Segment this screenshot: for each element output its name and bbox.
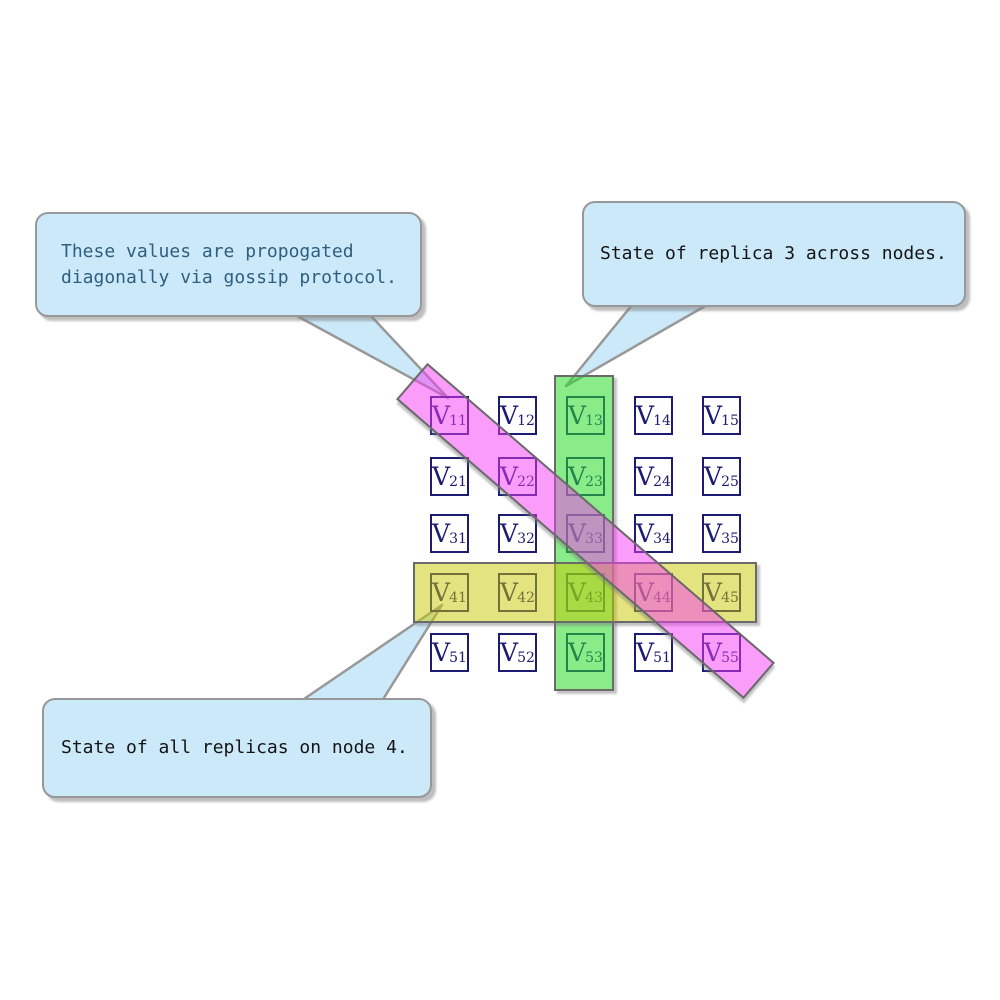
gossip-callout-text: These values are propogated diagonally v…	[61, 240, 397, 288]
cell-symbol: V	[636, 462, 655, 491]
cell-subscript: 24	[653, 474, 671, 490]
replica-3-callout-text: State of replica 3 across nodes.	[600, 243, 947, 264]
cell-subscript: 51	[449, 650, 467, 666]
cell-subscript: 35	[721, 531, 739, 547]
gossip-callout: These values are propogated diagonally v…	[35, 212, 422, 317]
cell-subscript: 12	[517, 413, 535, 429]
cell-symbol: V	[432, 519, 451, 548]
cell-symbol: V	[704, 519, 723, 548]
replica-3-callout-tail	[564, 303, 709, 388]
cell-symbol: V	[500, 638, 519, 667]
cell-symbol: V	[500, 519, 519, 548]
cell-symbol: V	[500, 401, 519, 430]
cell-subscript: 51	[653, 650, 671, 666]
cell-symbol: V	[636, 638, 655, 667]
cell-subscript: 52	[517, 650, 535, 666]
cell-subscript: 31	[449, 531, 467, 547]
cell-subscript: 14	[653, 413, 671, 429]
cell-subscript: 34	[653, 531, 671, 547]
node-4-callout: State of all replicas on node 4.	[42, 698, 432, 798]
cell-symbol: V	[636, 401, 655, 430]
cell-subscript: 32	[517, 531, 535, 547]
cell-symbol: V	[636, 519, 655, 548]
cell-symbol: V	[704, 462, 723, 491]
cell-subscript: 25	[721, 474, 739, 490]
node-4-callout-text: State of all replicas on node 4.	[61, 737, 408, 758]
cell-symbol: V	[704, 401, 723, 430]
cell-subscript: 21	[449, 474, 467, 490]
cell-subscript: 15	[721, 413, 739, 429]
cell-symbol: V	[432, 638, 451, 667]
replica-3-callout: State of replica 3 across nodes.	[582, 201, 966, 307]
cell-symbol: V	[432, 462, 451, 491]
